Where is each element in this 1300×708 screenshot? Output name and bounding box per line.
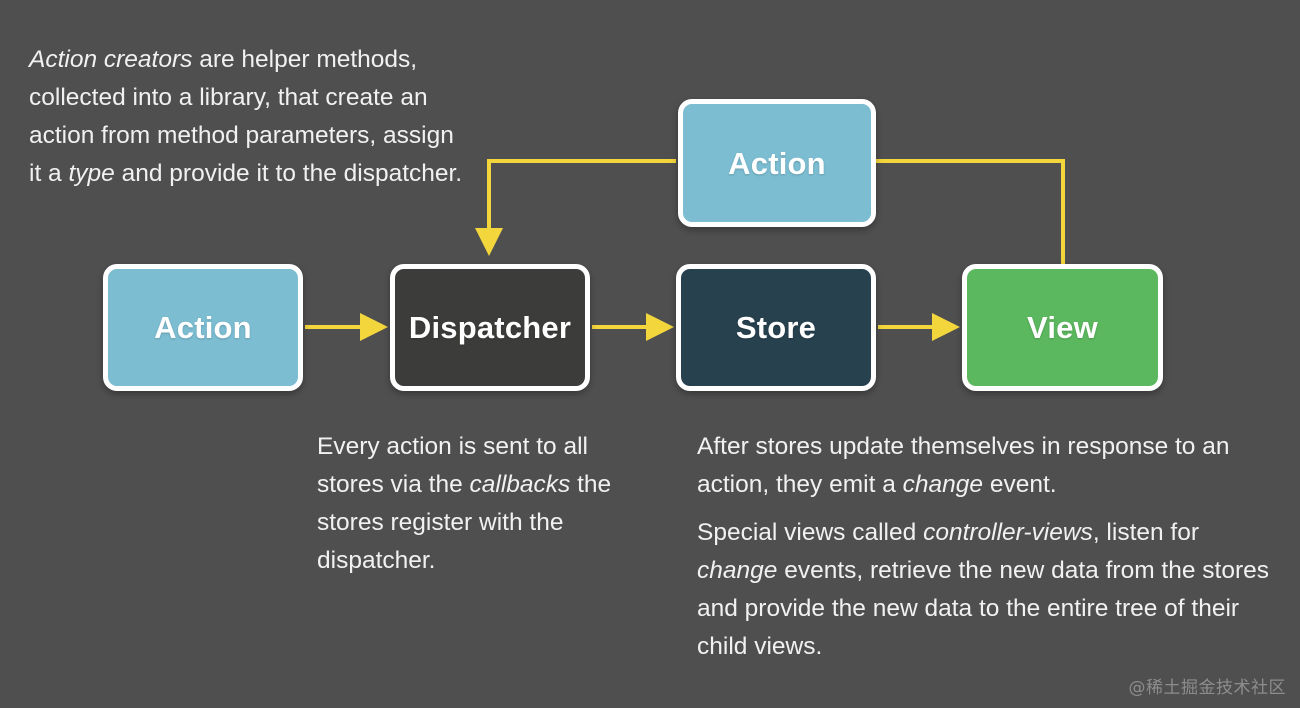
node-store-label: Store xyxy=(735,310,817,345)
node-view-label: View xyxy=(1027,310,1098,345)
node-dispatcher-label: Dispatcher xyxy=(408,310,572,345)
node-dispatcher[interactable]: Dispatcher xyxy=(390,264,590,391)
node-action-top-label: Action xyxy=(728,145,826,181)
arrow-action-top-to-dispatcher xyxy=(475,159,676,256)
node-view[interactable]: View xyxy=(962,264,1163,391)
node-store[interactable]: Store xyxy=(676,264,876,391)
paragraph: Special views called controller-views, l… xyxy=(697,519,1269,660)
line-view-to-action-top xyxy=(876,159,1065,264)
paragraph: After stores update themselves in respon… xyxy=(697,433,1230,498)
annotation-action-creators: Action creators are helper methods, coll… xyxy=(29,41,469,193)
paragraph: Action creators are helper methods, coll… xyxy=(29,46,463,187)
node-action-left[interactable]: Action xyxy=(103,264,303,391)
annotation-dispatcher-callbacks: Every action is sent to all stores via t… xyxy=(317,428,657,580)
annotation-store-view: After stores update themselves in respon… xyxy=(697,428,1272,666)
paragraph: Every action is sent to all stores via t… xyxy=(317,433,612,574)
node-action-left-label: Action xyxy=(154,310,252,345)
node-action-top[interactable]: Action xyxy=(678,99,876,227)
watermark: @稀土掘金技术社区 xyxy=(1128,678,1286,698)
